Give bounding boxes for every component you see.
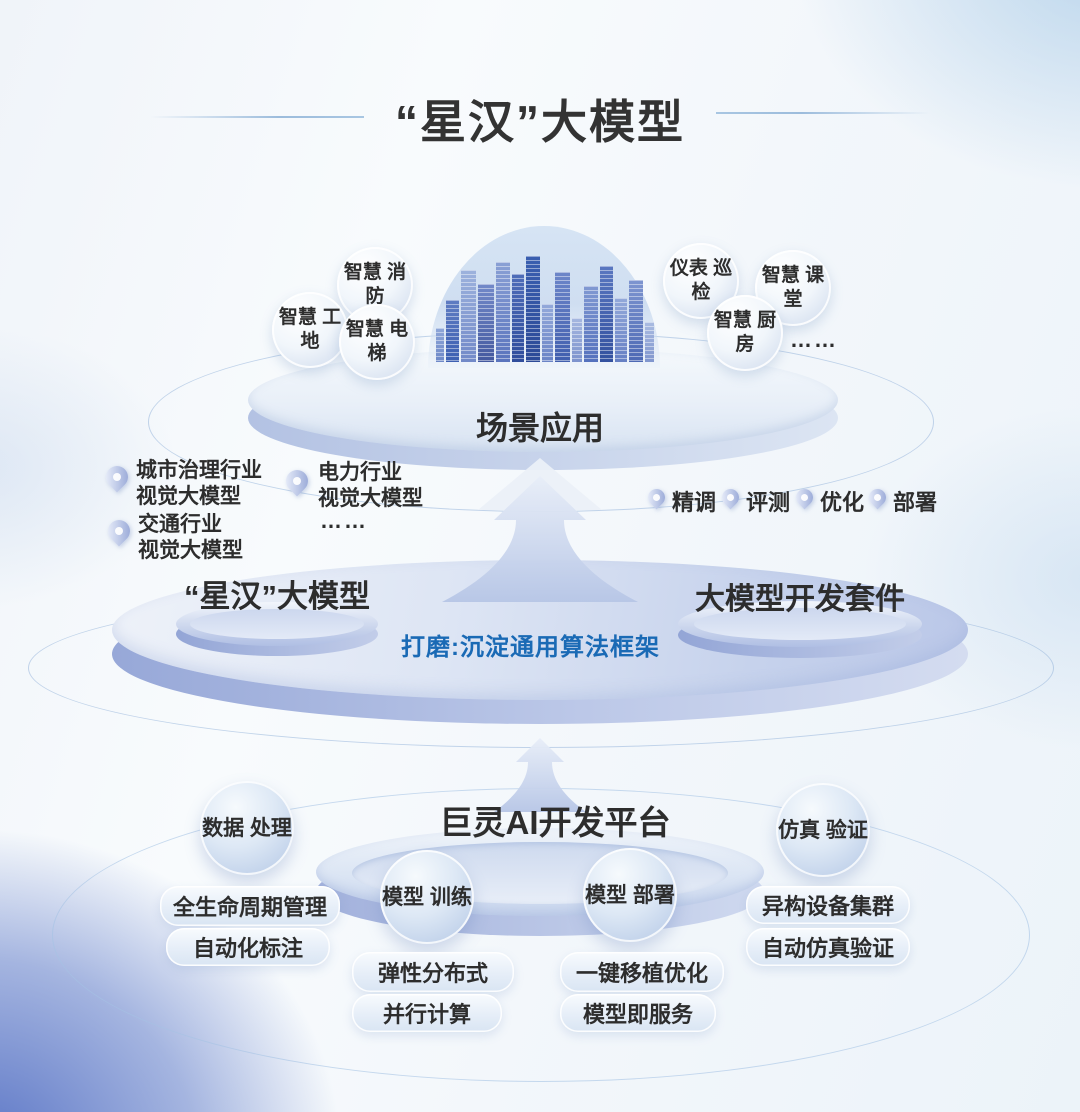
building-icon <box>555 272 570 362</box>
building-icon <box>461 270 476 362</box>
title-divider-left <box>150 116 364 118</box>
building-icon <box>645 322 654 362</box>
module-circle: 模型 训练 <box>380 850 474 944</box>
module-circle: 数据 处理 <box>200 781 294 875</box>
building-icon <box>615 298 627 362</box>
platform-title: 巨灵AI开发平台 <box>439 804 671 841</box>
building-icon <box>629 280 643 362</box>
dev-step-label: 评测 <box>746 490 791 515</box>
building-icon <box>572 318 582 362</box>
building-icon <box>526 256 540 362</box>
model-left-platform-label: “星汉”大模型 <box>184 578 370 614</box>
building-icon <box>600 266 613 362</box>
model-right-platform-label: 大模型开发套件 <box>695 583 905 616</box>
building-icon <box>496 262 510 362</box>
dev-step-label: 优化 <box>820 490 865 515</box>
scenario-bubble: 智慧 电梯 <box>339 304 415 380</box>
module-circle: 仿真 验证 <box>776 783 870 877</box>
building-icon <box>478 284 494 362</box>
building-icon <box>512 274 524 362</box>
building-icon <box>542 304 553 362</box>
building-icon <box>436 328 444 362</box>
feature-pill: 全生命周期管理 <box>160 886 340 926</box>
feature-pill: 自动仿真验证 <box>746 928 910 966</box>
industry-model-label: 交通行业 视觉大模型 <box>138 513 243 562</box>
module-circle: 模型 部署 <box>583 848 677 942</box>
building-icon <box>446 300 459 362</box>
title-divider-right <box>716 112 930 114</box>
page-title: “星汉”大模型 <box>395 96 685 148</box>
industry-model-label: 电力行业 视觉大模型 <box>318 461 423 510</box>
industry-model-label: 城市治理行业 视觉大模型 <box>136 459 262 508</box>
building-icon <box>584 286 598 362</box>
feature-pill: 一键移植优化 <box>560 952 724 992</box>
upward-arrow-small <box>494 738 586 812</box>
feature-pill: 并行计算 <box>352 994 502 1032</box>
location-pin-icon <box>101 461 133 493</box>
feature-pill: 模型即服务 <box>560 994 716 1032</box>
feature-pill: 异构设备集群 <box>746 886 910 924</box>
dev-step-label: 精调 <box>672 490 717 515</box>
dev-step-label: 部署 <box>893 490 938 515</box>
model-ring-right-hole <box>694 608 906 640</box>
feature-pill: 自动化标注 <box>166 928 330 966</box>
feature-pill: 弹性分布式 <box>352 952 514 992</box>
location-pin-icon <box>865 485 890 510</box>
scenario-tier-label: 场景应用 <box>475 410 604 446</box>
location-pin-icon <box>103 515 135 547</box>
city-skyline <box>432 256 658 362</box>
scenario-bubble: 智慧 厨房 <box>707 295 783 371</box>
upward-arrow-large <box>442 458 638 602</box>
scenario-more-dots: …… <box>790 327 838 352</box>
scenario-bubble: 智慧 工地 <box>272 292 348 368</box>
model-caption: 打磨:沉淀通用算法框架 <box>401 634 660 661</box>
model-ring-left-hole <box>190 609 364 639</box>
industry-more-dots: …… <box>320 508 368 533</box>
